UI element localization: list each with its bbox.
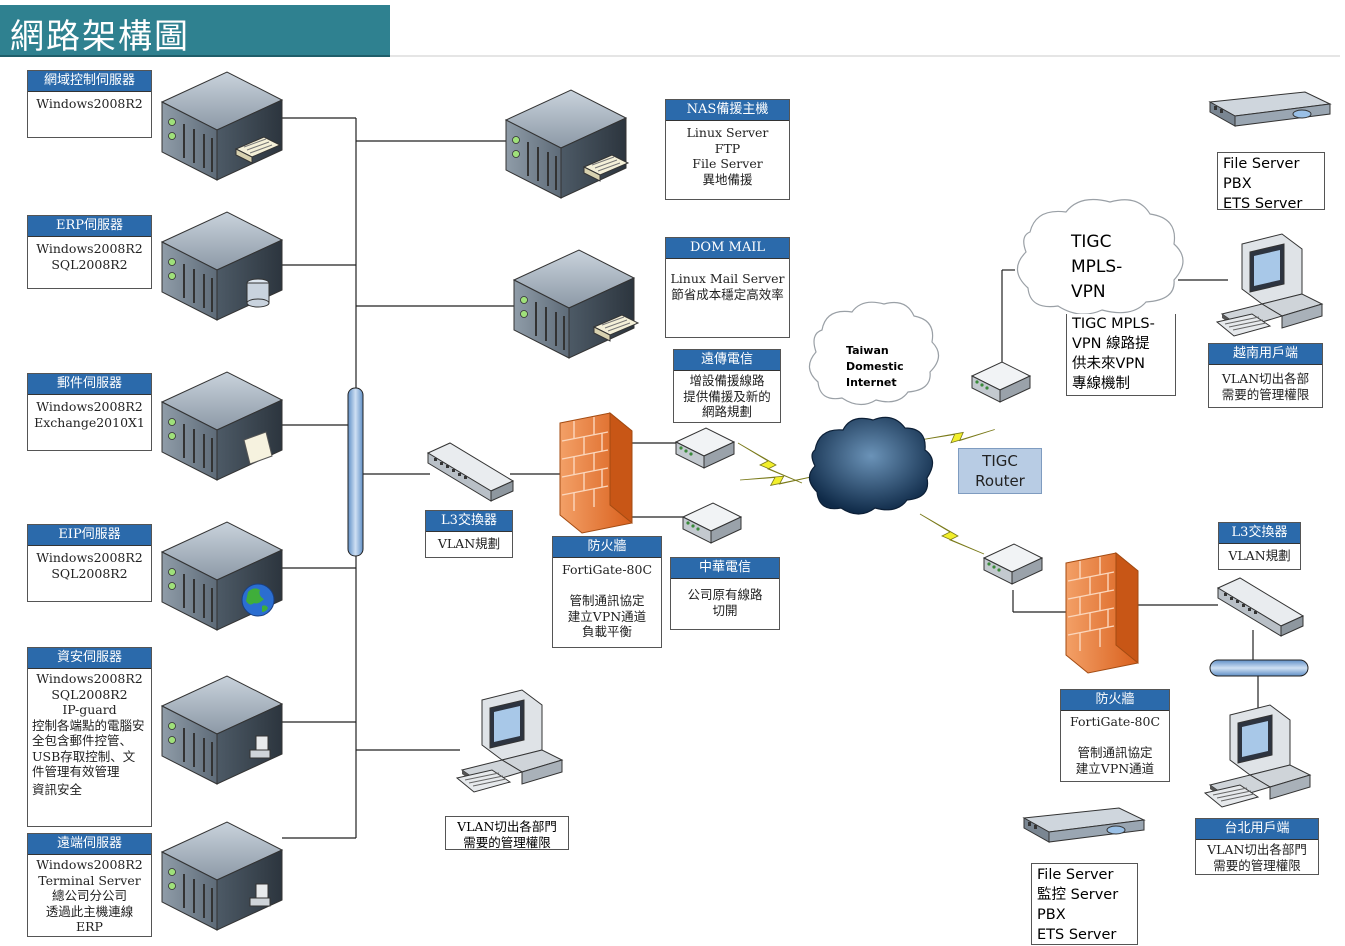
server-box-erp: ERP伺服器 Windows2008R2 SQL2008R2 xyxy=(27,215,152,289)
tigc-description: TIGC MPLS- VPN 線路提 供未來VPN 專線機制 xyxy=(1066,314,1176,396)
l3-switch-box-right: L3交換器 VLAN規劃 xyxy=(1218,522,1301,570)
taipei-server-list: File Server 監控 Server PBX ETS Server xyxy=(1031,863,1138,945)
title-bar: 網路架構圖 xyxy=(0,5,390,57)
dom-mail-box: DOM MAIL Linux Mail Server 節省成本穩定高效率 xyxy=(665,237,790,338)
firewall-box-body: FortiGate-80C 管制通訊協定 建立VPN通道 負載平衡 xyxy=(561,562,653,639)
cht-box-body: 公司原有線路 切開 xyxy=(687,587,763,618)
router-icon-tigc xyxy=(971,361,1031,403)
switch-icon-right xyxy=(1217,577,1304,637)
left-wiring xyxy=(282,117,1259,839)
title-divider xyxy=(390,55,1340,57)
server-box-domain: 網域控制伺服器 Windows2008R2 xyxy=(27,70,152,138)
server-box-body-extra: 控制各端點的電腦安全包含郵件控管、USB存取控制、文件管理有效管理 xyxy=(32,717,145,780)
pc-icon-left xyxy=(456,689,563,793)
l3-switch-box-left: L3交換器 VLAN規劃 xyxy=(425,510,513,558)
nas-box-body: Linux Server FTP File Server 異地備援 xyxy=(686,125,769,187)
firewall-box-header: 防火牆 xyxy=(553,537,661,558)
vietnam-user-box: 越南用戶端 VLAN切出各部 需要的管理權限 xyxy=(1208,343,1323,408)
vietnam-user-header: 越南用戶端 xyxy=(1209,344,1322,365)
server-box-header: 網域控制伺服器 xyxy=(28,71,151,92)
l3-switch-header: L3交換器 xyxy=(426,511,512,532)
server-icon-erp xyxy=(161,211,283,321)
dom-mail-box-header: DOM MAIL xyxy=(666,238,789,259)
nas-box-header: NAS備援主機 xyxy=(666,100,789,121)
taipei-user-header: 台北用戶端 xyxy=(1196,819,1318,840)
server-box-eip: EIP伺服器 Windows2008R2 SQL2008R2 xyxy=(27,524,152,602)
firewall-box-header: 防火牆 xyxy=(1061,690,1169,711)
bolt-icon-4 xyxy=(919,513,985,555)
rack-icon-vietnam xyxy=(1209,91,1331,127)
server-box-body: Windows2008R2 Terminal Server 總公司分公司 透過此… xyxy=(36,857,143,934)
tigc-cloud-label: TIGC MPLS- VPN xyxy=(1071,232,1123,302)
fareastone-box: 遠傳電信 增設備援線路 提供備援及新的 網路規劃 xyxy=(673,349,781,423)
pc-icon-vietnam xyxy=(1216,233,1323,337)
server-icon-dom-mail xyxy=(513,249,639,359)
tigc-router-label: TIGC Router xyxy=(958,448,1042,494)
tigc-cloud-icon xyxy=(1016,199,1184,315)
l3-switch-body: VLAN規劃 xyxy=(437,536,501,551)
router-icon-cht xyxy=(682,502,742,544)
page-title: 網路架構圖 xyxy=(10,17,190,57)
server-box-body: Windows2008R2 SQL2008R2 xyxy=(36,241,143,272)
server-box-header: 遠端伺服器 xyxy=(28,834,151,855)
server-box-body: Windows2008R2 SQL2008R2 IP-guard xyxy=(36,671,143,717)
firewall-box-right: 防火牆 FortiGate-80C 管制通訊協定 建立VPN通道 xyxy=(1060,689,1170,782)
internet-cloud-label: Taiwan Domestic Internet xyxy=(846,344,904,389)
cht-box: 中華電信 公司原有線路 切開 xyxy=(670,557,780,630)
server-box-body: Windows2008R2 SQL2008R2 xyxy=(36,550,143,581)
firewall-box-body: FortiGate-80C 管制通訊協定 建立VPN通道 xyxy=(1069,714,1161,776)
l3-switch-body: VLAN規劃 xyxy=(1228,548,1291,563)
server-icon-mail xyxy=(161,371,283,481)
backbone-pipe xyxy=(347,387,364,557)
server-box-remote: 遠端伺服器 Windows2008R2 Terminal Server 總公司分… xyxy=(27,833,152,937)
server-box-header: EIP伺服器 xyxy=(28,525,151,546)
server-icon-eip xyxy=(161,521,283,631)
server-box-body-footer: 資訊安全 xyxy=(32,781,83,797)
server-box-header: ERP伺服器 xyxy=(28,216,151,237)
vietnam-user-body: VLAN切出各部 需要的管理權限 xyxy=(1221,371,1310,402)
cht-box-header: 中華電信 xyxy=(671,558,779,579)
bolt-icon-1 xyxy=(737,442,803,484)
server-box-body: Windows2008R2 xyxy=(36,96,143,111)
rack-icon-taipei xyxy=(1023,807,1145,843)
taipei-user-box: 台北用戶端 VLAN切出各部門 需要的管理權限 xyxy=(1195,818,1319,875)
storm-cloud-icon xyxy=(808,416,934,515)
vietnam-server-list: File Server PBX ETS Server xyxy=(1217,152,1325,212)
switch-icon-left xyxy=(427,442,514,502)
server-box-header: 資安伺服器 xyxy=(28,648,151,669)
server-box-mail: 郵件伺服器 Windows2008R2 Exchange2010X1 xyxy=(27,373,152,451)
internet-cloud-icon xyxy=(808,301,940,406)
server-icon-nas xyxy=(505,89,629,199)
router-icon-fareastone xyxy=(675,427,735,469)
server-box-header: 郵件伺服器 xyxy=(28,374,151,395)
router-icon-taipei xyxy=(983,543,1043,585)
backbone-pipe-right xyxy=(1209,659,1309,677)
server-icon-security xyxy=(161,675,283,785)
dom-mail-box-body: Linux Mail Server 節省成本穩定高效率 xyxy=(670,271,785,302)
taipei-user-body: VLAN切出各部門 需要的管理權限 xyxy=(1207,842,1307,873)
fareastone-box-body: 增設備援線路 提供備援及新的 網路規劃 xyxy=(683,373,771,419)
server-box-body: Windows2008R2 Exchange2010X1 xyxy=(34,399,145,430)
nas-box: NAS備援主機 Linux Server FTP File Server 異地備… xyxy=(665,99,790,200)
firewall-icon-right xyxy=(1065,552,1139,674)
pc-icon-taipei xyxy=(1204,704,1311,808)
server-box-security: 資安伺服器 Windows2008R2 SQL2008R2 IP-guard 控… xyxy=(27,647,152,827)
bolt-icon-2 xyxy=(739,442,816,514)
l3-switch-header: L3交換器 xyxy=(1219,523,1300,544)
firewall-icon-left xyxy=(559,412,633,534)
server-icon-domain xyxy=(161,71,283,181)
fareastone-box-header: 遠傳電信 xyxy=(674,350,780,371)
firewall-box-left: 防火牆 FortiGate-80C 管制通訊協定 建立VPN通道 負載平衡 xyxy=(552,536,662,648)
server-icon-remote xyxy=(161,821,283,931)
vlan-note-left: VLAN切出各部門 需要的管理權限 xyxy=(445,816,569,850)
